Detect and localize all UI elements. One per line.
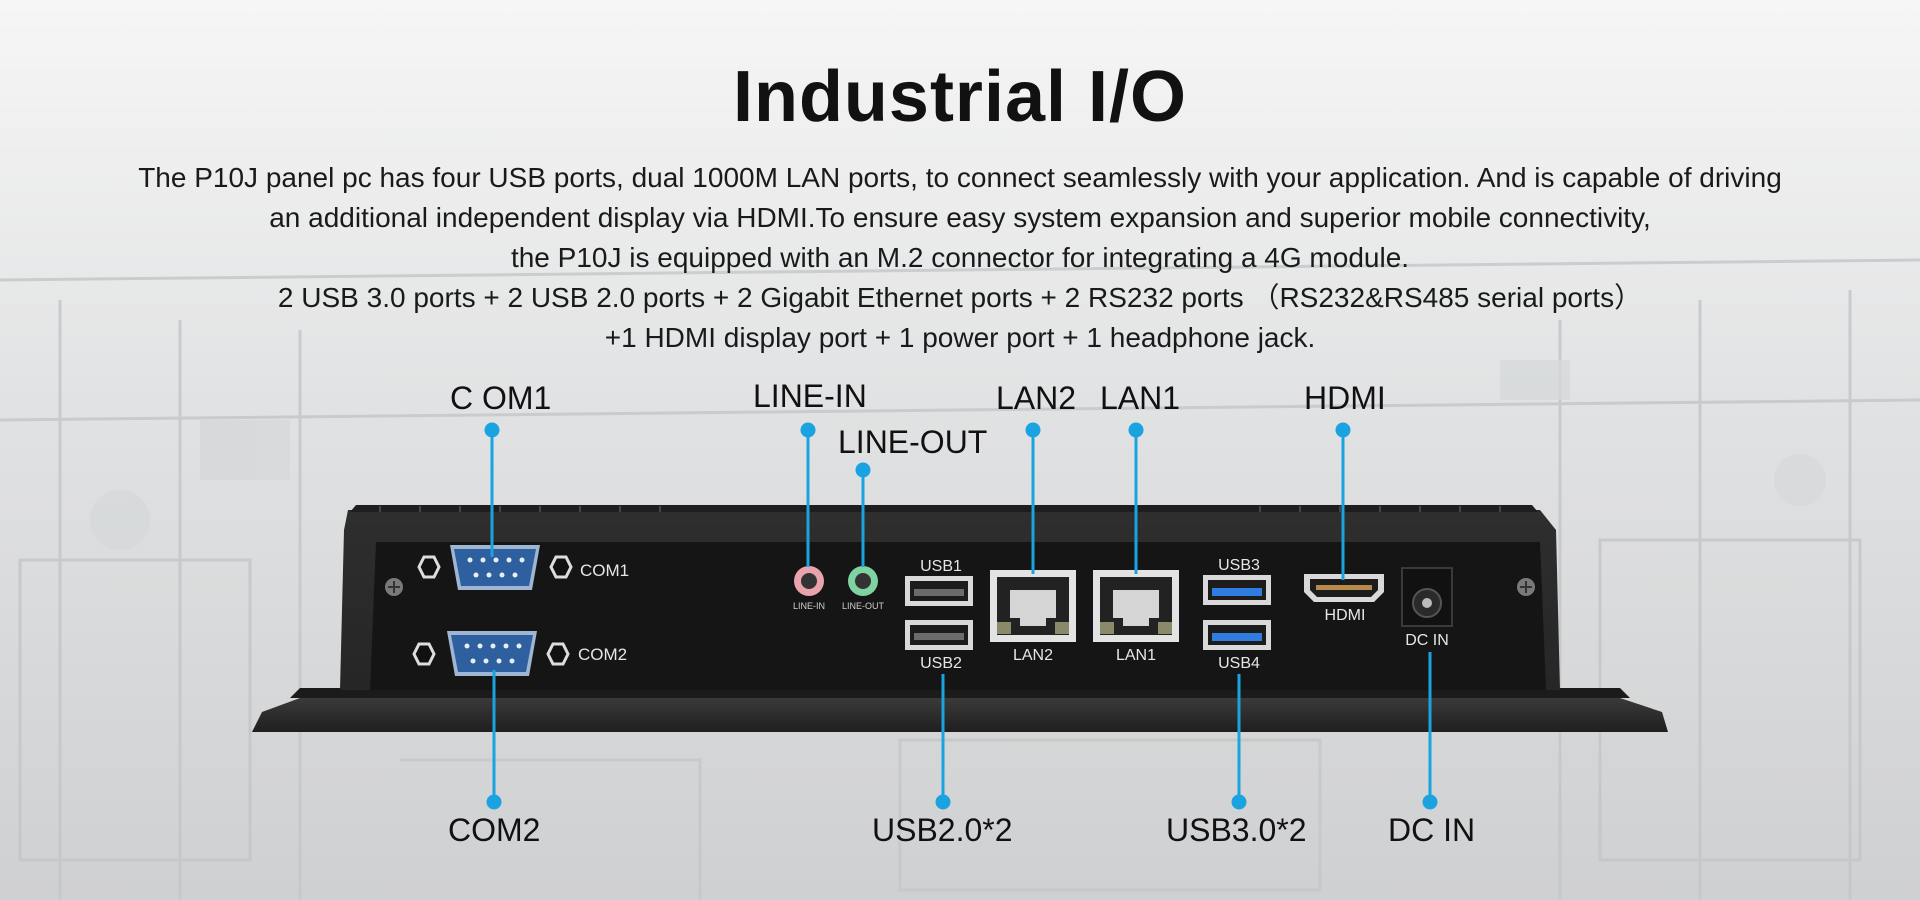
dc-in-port (1401, 567, 1453, 627)
line-in-jack (794, 566, 824, 596)
panel-label-lan2: LAN2 (1013, 647, 1053, 664)
panel-label-usb1: USB1 (920, 558, 962, 575)
callout-com2: COM2 (448, 812, 541, 848)
callout-usb20: USB2.0*2 (872, 812, 1013, 848)
description-line: The P10J panel pc has four USB ports, du… (138, 162, 1782, 193)
com1-port (417, 545, 573, 590)
front-frame (252, 698, 1668, 732)
screw-icon (385, 578, 403, 596)
panel-label-usb3: USB3 (1218, 557, 1260, 574)
description-line: +1 HDMI display port + 1 power port + 1 … (604, 322, 1316, 353)
description-line: an additional independent display via HD… (269, 202, 1651, 233)
usb3-port (1203, 575, 1271, 605)
description-line: 2 USB 3.0 ports + 2 USB 2.0 ports + 2 Gi… (277, 282, 1643, 313)
panel-label-com2: COM2 (578, 645, 627, 664)
callout-lan1: LAN1 (1100, 380, 1181, 416)
panel-label-line-out: LINE-OUT (842, 601, 885, 611)
screw-icon (1517, 578, 1535, 596)
description-line: the P10J is equipped with an M.2 connect… (510, 242, 1410, 273)
panel-label-dc-in: DC IN (1405, 632, 1449, 649)
description: The P10J panel pc has four USB ports, du… (0, 158, 1920, 358)
heatsink-fins (350, 505, 1538, 512)
panel-label-com1: COM1 (580, 561, 629, 580)
callout-line-out: LINE-OUT (838, 424, 988, 460)
panel-label-lan1: LAN1 (1116, 647, 1156, 664)
page-title: Industrial I/O (732, 57, 1188, 137)
callout-dc-in: DC IN (1388, 812, 1476, 848)
callout-lines (484, 422, 1438, 810)
panel-label-line-in: LINE-IN (793, 601, 825, 611)
callout-usb30: USB3.0*2 (1166, 812, 1307, 848)
panel-label-usb4: USB4 (1218, 655, 1260, 672)
callout-hdmi: HDMI (1304, 380, 1386, 416)
line-out-jack (848, 566, 878, 596)
lan2-port (990, 570, 1076, 642)
usb1-port (905, 576, 973, 606)
hdmi-port (1304, 574, 1384, 602)
callout-lan2: LAN2 (996, 380, 1077, 416)
usb2-port (905, 620, 973, 650)
callout-line-in: LINE-IN (753, 378, 867, 414)
panel-label-usb2: USB2 (920, 655, 962, 672)
usb4-port (1203, 620, 1271, 650)
lan1-port (1093, 570, 1179, 642)
com2-port (412, 631, 570, 676)
panel-label-hdmi: HDMI (1325, 607, 1366, 624)
callout-com1: C OM1 (450, 380, 552, 416)
